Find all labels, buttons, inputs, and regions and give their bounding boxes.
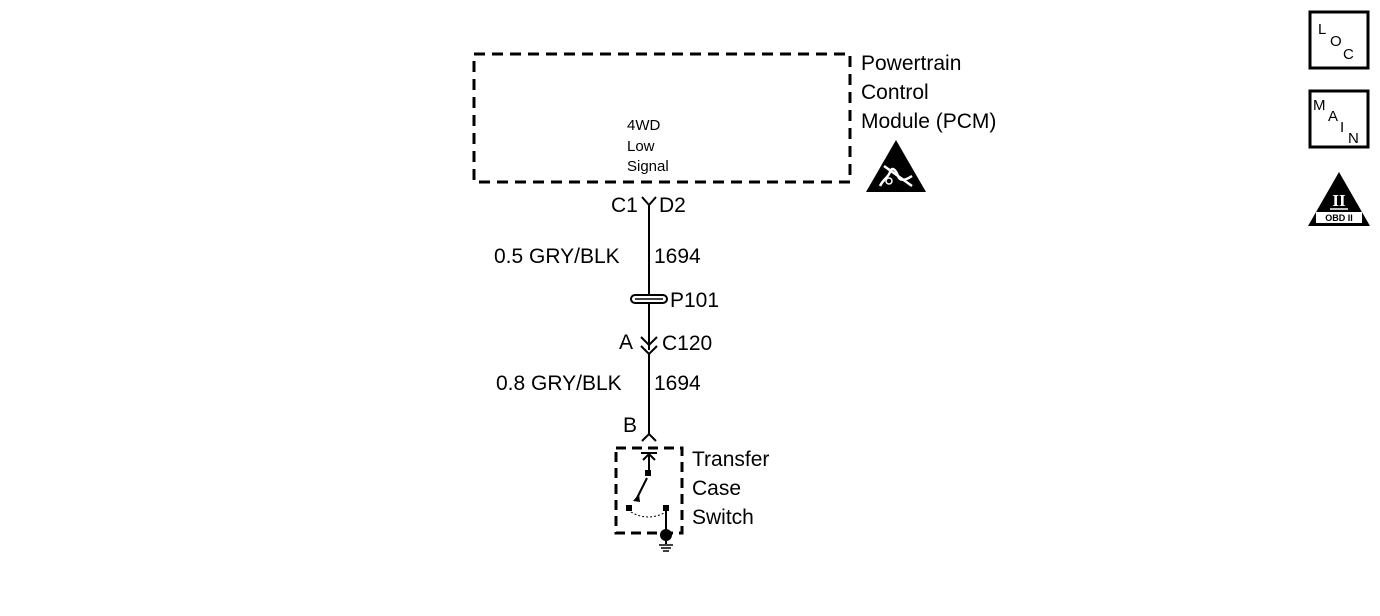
switch-name-line1: Transfer [692,448,769,471]
wire-upper-circuit: 1694 [654,245,701,268]
inline-connector-c120: A C120 [619,331,712,356]
svg-text:I: I [1340,119,1344,136]
switch-connector-terminal [641,432,657,442]
splice-label: P101 [670,289,719,312]
obd-ii-icon[interactable]: II OBD II [1308,172,1370,226]
pcm-module: 4WD Low Signal Powertrain Control Module… [472,52,996,184]
wire-lower-circuit: 1694 [654,372,701,395]
svg-text:A: A [1328,108,1338,125]
wire-lower-gauge-color: 0.8 GRY/BLK [496,372,622,395]
pcm-connector-pin: D2 [659,194,686,217]
inline-connector-name: C120 [662,332,712,355]
splice-p101: P101 [630,289,719,312]
loc-icon[interactable]: L O C [1308,10,1370,70]
pcm-signal-line3: Signal [627,158,669,175]
svg-text:M: M [1313,97,1326,114]
svg-text:O: O [1330,33,1342,50]
switch-name-line3: Switch [692,506,754,529]
switch-dashed-box [614,446,684,535]
svg-text:OBD II: OBD II [1325,213,1353,223]
pcm-name-line1: Powertrain [861,52,961,75]
pcm-signal-line2: Low [627,138,655,155]
esd-sensitive-icon [866,140,926,192]
inline-connector-pin: A [619,331,633,354]
switch-connector-pin: B [623,414,637,437]
pcm-name-line3: Module (PCM) [861,110,996,133]
pcm-signal-line1: 4WD [627,117,661,134]
svg-text:II: II [1332,191,1346,210]
pcm-dashed-box [472,52,852,184]
pcm-connector-c1: C1 D2 [611,194,686,217]
main-icon[interactable]: M A I N [1308,89,1370,149]
svg-text:L: L [1318,21,1326,38]
svg-text:N: N [1348,130,1359,147]
switch-name-line2: Case [692,477,741,500]
svg-text:C: C [1343,46,1354,63]
pcm-connector-name: C1 [611,194,638,217]
pcm-name-line2: Control [861,81,929,104]
wire-upper-gauge-color: 0.5 GRY/BLK [494,245,620,268]
transfer-case-switch: B Transfer Case Switch [614,414,769,552]
